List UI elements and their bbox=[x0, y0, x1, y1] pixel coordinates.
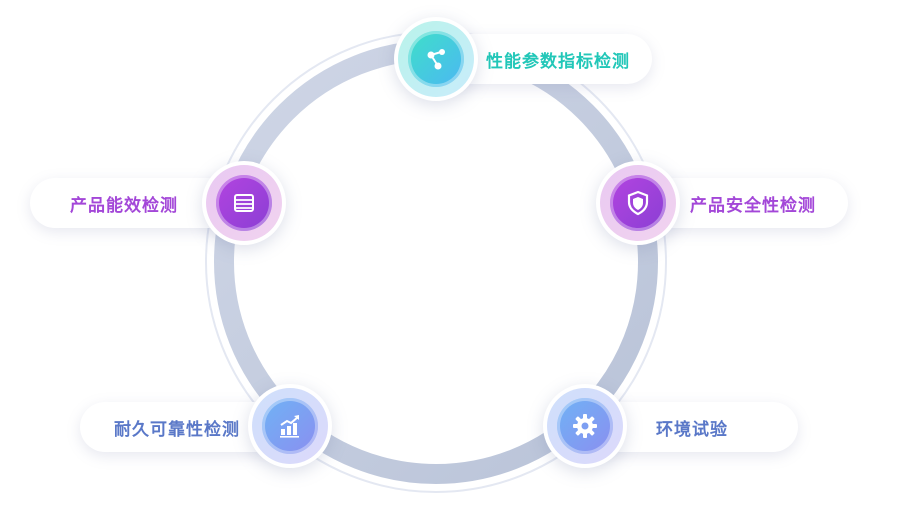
node-safety[interactable] bbox=[596, 161, 680, 245]
shield-icon bbox=[627, 190, 649, 216]
node-performance[interactable] bbox=[394, 17, 478, 101]
label-efficiency: 产品能效检测 bbox=[70, 195, 178, 216]
node-durability[interactable] bbox=[248, 384, 332, 468]
label-safety: 产品安全性检测 bbox=[690, 195, 816, 216]
label-durability: 耐久可靠性检测 bbox=[114, 419, 240, 440]
growth-chart-icon bbox=[280, 415, 299, 438]
node-efficiency[interactable] bbox=[202, 161, 286, 245]
list-icon bbox=[234, 194, 254, 212]
node-environment[interactable] bbox=[543, 384, 627, 468]
gear-icon bbox=[573, 414, 597, 438]
label-environment: 环境试验 bbox=[656, 419, 728, 440]
label-performance: 性能参数指标检测 bbox=[486, 51, 630, 72]
share-nodes-icon bbox=[427, 49, 445, 70]
